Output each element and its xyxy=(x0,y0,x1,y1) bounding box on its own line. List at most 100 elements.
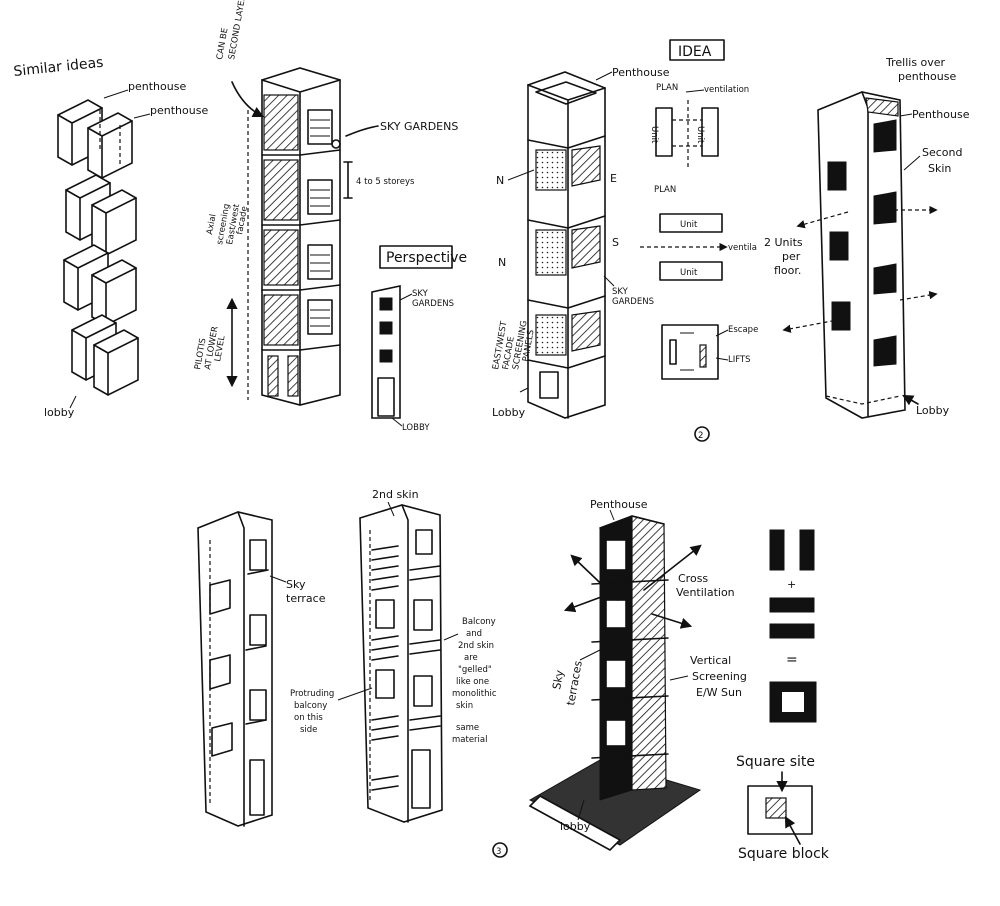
label-square-site: Square site xyxy=(736,754,815,770)
tower-idea xyxy=(527,71,606,419)
label-idea: IDEA xyxy=(678,44,712,60)
label-unit-1: Unit xyxy=(649,126,659,144)
label-unit-4: Unit xyxy=(680,268,698,278)
label-sky-gardens-3b: GARDENS xyxy=(612,297,654,307)
label-protruding-4: side xyxy=(300,725,317,735)
label-escape: Escape xyxy=(728,325,758,335)
label-ventilation-2: ventila xyxy=(728,243,757,253)
label-balcony-7: monolithic xyxy=(452,689,497,699)
label-sky-gardens-3a: SKY xyxy=(612,287,629,297)
label-compass-n2: N xyxy=(498,256,506,269)
label-protruding-3: on this xyxy=(294,713,323,723)
sketch-sky-terrace-tower: Sky terrace xyxy=(197,511,326,827)
site-square xyxy=(747,785,813,835)
tower-sky-gardens xyxy=(247,67,341,406)
label-similar-ideas: Similar ideas xyxy=(13,55,104,80)
label-balcony-2: and xyxy=(466,629,482,639)
label-num-3: 3 xyxy=(496,847,501,857)
symbol-square-ring xyxy=(769,681,817,723)
sketch-plans: PLAN ventilation Unit Unit PLAN Unit Uni… xyxy=(640,83,758,442)
label-sky-gardens-2b: GARDENS xyxy=(412,299,454,309)
label-lobby-3: Lobby xyxy=(492,406,526,419)
label-plus: + xyxy=(787,578,796,591)
horizontal-slats xyxy=(371,545,441,791)
sketch-idea-tower: IDEA Penthouse N E S N SKY GARDENS EAST/… xyxy=(491,39,725,419)
plan-unit-top xyxy=(659,213,723,233)
label-penthouse-3: Penthouse xyxy=(912,108,970,121)
label-units-1: 2 Units xyxy=(764,236,803,249)
sketch-similar-ideas: Similar ideas penthouse penthouse lob xyxy=(13,55,209,419)
label-penthouse-2: Penthouse xyxy=(612,66,670,79)
label-units-2: per xyxy=(782,250,801,263)
label-sky-gardens-1: SKY GARDENS xyxy=(380,120,458,133)
label-num-2: 2 xyxy=(698,431,703,441)
sketch-composition: + = Square site Square block xyxy=(736,529,830,862)
label-axial-4: facade xyxy=(235,206,250,236)
label-sky-gardens-2a: SKY xyxy=(412,289,429,299)
label-balcony-1: Balcony xyxy=(462,617,496,627)
plan-unit-right xyxy=(701,107,719,157)
sketch-shaded-tower: Penthouse Cross Ventilation Sky terraces… xyxy=(528,498,747,851)
tower-second-skin xyxy=(817,91,906,419)
stacked-box-tower xyxy=(57,99,139,396)
label-vertical-1: Vertical xyxy=(690,654,731,667)
label-lifts: LIFTS xyxy=(728,355,751,365)
label-ventilation-1: ventilation xyxy=(704,85,749,95)
label-penthouse-b: penthouse xyxy=(150,104,208,117)
label-units-3: floor. xyxy=(774,264,801,277)
label-balcony-9: same xyxy=(456,723,479,733)
label-cross-2: Ventilation xyxy=(676,586,735,599)
label-balcony-5: "gelled" xyxy=(458,665,492,675)
tower-sky-terrace xyxy=(197,511,273,827)
label-lobby-5: lobby xyxy=(560,820,591,833)
label-sky-terraces-a: Sky xyxy=(550,669,566,691)
label-penthouse-4: Penthouse xyxy=(590,498,648,511)
label-protruding-1: Protruding xyxy=(290,689,334,699)
symbol-vertical-bars xyxy=(769,529,815,571)
label-balcony-10: material xyxy=(452,735,487,745)
label-trellis-2: penthouse xyxy=(898,70,956,83)
label-vertical-2: Screening xyxy=(692,670,747,683)
label-plan-1: PLAN xyxy=(656,83,678,93)
label-compass-s: S xyxy=(612,236,619,249)
label-vertical-3: E/W Sun xyxy=(696,686,742,699)
label-equals: = xyxy=(786,652,798,668)
label-balcony-4: are xyxy=(464,653,478,663)
label-second-skin-2: Skin xyxy=(928,162,951,175)
label-trellis-1: Trellis over xyxy=(885,56,946,69)
label-second-skin-1: Second xyxy=(922,146,962,159)
label-unit-3: Unit xyxy=(680,220,698,230)
label-second-skin-layer: SECOND LAYER OF SKIN xyxy=(227,0,255,61)
sketch-balcony-tower: 2nd skin Balcony and 2nd skin are "gelle… xyxy=(290,488,508,858)
label-penthouse-a: penthouse xyxy=(128,80,186,93)
plan-unit-left xyxy=(655,107,673,157)
label-sky-terraces-b: terraces xyxy=(564,659,585,706)
label-balcony-8: skin xyxy=(456,701,473,711)
label-square-block: Square block xyxy=(738,846,830,862)
label-plan-2: PLAN xyxy=(654,185,676,195)
label-storeys: 4 to 5 storeys xyxy=(356,177,415,187)
label-sky-terrace-1: Sky xyxy=(286,578,306,591)
plan-core xyxy=(661,324,719,380)
block-square xyxy=(765,797,787,819)
label-sky-terrace-2: terrace xyxy=(286,592,326,605)
sketch-second-skin-tower: Trellis over penthouse Penthouse Second … xyxy=(764,56,970,419)
sketch-perspective: Perspective SKY GARDENS LOBBY xyxy=(371,245,467,433)
label-lobby-2: LOBBY xyxy=(402,423,430,433)
sketch-sky-gardens-tower: CAN BE SECOND LAYER OF SKIN SKY GARDENS … xyxy=(193,0,458,406)
label-axial-1: Axial xyxy=(205,213,218,235)
label-pilotis-3: LEVEL xyxy=(213,335,227,363)
label-lobby-4: Lobby xyxy=(916,404,950,417)
tower-shaded xyxy=(528,515,702,851)
plan-unit-bottom xyxy=(659,261,723,281)
label-compass-n1: N xyxy=(496,174,504,187)
tower-balcony xyxy=(359,504,443,823)
label-compass-e: E xyxy=(610,172,617,185)
label-unit-2: Unit xyxy=(695,126,705,144)
label-cross-1: Cross xyxy=(678,572,708,585)
symbol-horizontal-bars xyxy=(769,597,815,639)
label-protruding-2: balcony xyxy=(294,701,327,711)
label-balcony-6: like one xyxy=(456,677,489,687)
label-balcony-3: 2nd skin xyxy=(458,641,494,651)
